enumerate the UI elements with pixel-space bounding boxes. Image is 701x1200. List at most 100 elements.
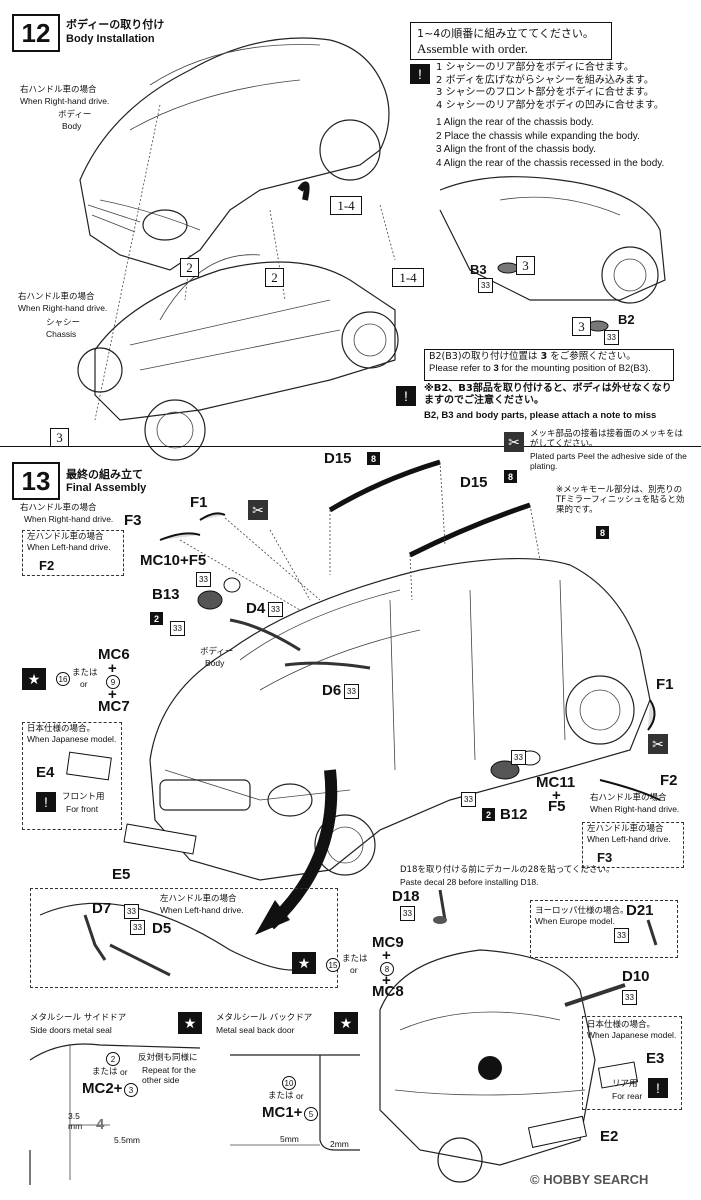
s13-rhd2-jp: 右ハンドル車の場合 xyxy=(590,793,667,803)
plus-b: + xyxy=(108,686,117,703)
decal-16: 16 xyxy=(56,672,70,686)
part-mc8: MC8 xyxy=(372,983,404,1000)
seal-4-label: 4 xyxy=(96,1116,105,1133)
decal-8: 8 xyxy=(380,962,394,976)
paint-33-mc10: 33 xyxy=(196,572,211,587)
step-jp-4: シャシーのリア部分をボディの凹みに合せます。 xyxy=(445,99,664,111)
step-en-1: Align the rear of the chassis body. xyxy=(443,117,594,128)
molding-note: ※メッキモール部分は、別売りのTFミラーフィニッシュを貼ると効果的です。 xyxy=(556,485,685,515)
step-12-number: 12 xyxy=(12,14,60,52)
or-jp-b: または xyxy=(342,954,368,964)
part-d18: D18 xyxy=(392,888,420,905)
star-icon-c: ★ xyxy=(178,1012,202,1034)
paint-2-b13: 2 xyxy=(150,612,163,625)
paint-33-d5: 33 xyxy=(130,920,145,935)
plated-icon-b: ✂ xyxy=(504,432,524,452)
s13-rhd-en: When Right-hand drive. xyxy=(24,514,114,524)
or-jp-c: または xyxy=(92,1067,118,1077)
or-en-c: or xyxy=(120,1067,128,1077)
part-e4: E4 xyxy=(36,764,55,781)
part-f1-b: F1 xyxy=(656,676,674,693)
part-d7: D7 xyxy=(92,900,112,917)
lhd-wiper-box xyxy=(30,888,338,988)
part-f5: F5 xyxy=(548,798,566,815)
side-seal-jp: メタルシール サイドドア xyxy=(30,1013,127,1023)
paint-33-d4: 33 xyxy=(268,602,283,617)
part-mc7: MC7 xyxy=(98,698,130,715)
europe-box: ヨーロッパ仕様の場合。 When Europe model. xyxy=(530,900,678,958)
lhd-en-wiper: When Left-hand drive. xyxy=(160,905,244,915)
part-f3: F3 xyxy=(124,512,142,529)
plated-icon-a: ✂ xyxy=(248,500,268,520)
callout-1-4-b: 1-4 xyxy=(392,268,424,287)
part-b12: B12 xyxy=(500,806,528,823)
step-12-title-en: Body Installation xyxy=(66,33,155,45)
or-en-b: or xyxy=(350,965,358,975)
part-mc9: MC9 xyxy=(372,934,404,951)
part-f1: F1 xyxy=(190,494,208,511)
paint-8-b: 8 xyxy=(504,470,517,483)
paint-8-a: 8 xyxy=(367,452,380,465)
part-f2-lhd: F2 xyxy=(39,558,55,573)
seal-2: 2 xyxy=(106,1052,120,1066)
lhd-jp-wiper: 左ハンドル車の場合 xyxy=(160,894,237,904)
paint-33-d7: 33 xyxy=(124,904,139,919)
callout-3: 3 xyxy=(50,428,69,447)
caution-icon: ! xyxy=(396,386,416,406)
dim-5: 5mm xyxy=(280,1134,299,1144)
paint-33-b2: 33 xyxy=(604,330,619,345)
plated-icon-c: ✂ xyxy=(648,734,668,754)
decal-note-jp: D18を取り付ける前にデカールの28を貼ってください。 xyxy=(400,865,615,875)
part-e5: E5 xyxy=(112,866,131,883)
glue-icon-e3: ! xyxy=(648,1078,668,1098)
callout-2-b: 2 xyxy=(265,268,284,287)
front-en: For front xyxy=(66,804,99,814)
decal-note-en: Paste decal 28 before installing D18. xyxy=(400,877,539,887)
s13-rhd-jp: 右ハンドル車の場合 xyxy=(20,503,97,513)
part-f2-b: F2 xyxy=(660,772,678,789)
callout-3-b: 3 xyxy=(516,256,535,275)
order-box: 1~4の順番に組み立ててください。 Assemble with order. xyxy=(410,22,612,60)
part-mc10-f5: MC10+F5 xyxy=(140,552,207,569)
part-b3: B3 xyxy=(470,262,487,277)
part-d10: D10 xyxy=(622,968,650,985)
plus-d: + xyxy=(382,947,391,964)
japan-rear-box: 日本仕様の場合。 When Japanese model. xyxy=(582,1016,682,1110)
paint-33-b3: 33 xyxy=(478,278,493,293)
star-icon-a: ★ xyxy=(22,668,46,690)
rhd2-label-jp: 右ハンドル車の場合 xyxy=(18,292,95,302)
dim-3-5: 3.5 mm xyxy=(68,1111,83,1131)
glue-icon-e4: ! xyxy=(36,792,56,812)
side-seal-en: Side doors metal seal xyxy=(30,1025,112,1035)
or-jp-a: または xyxy=(72,668,98,678)
paint-33-d18: 33 xyxy=(400,906,415,921)
japan-front-box: 日本仕様の場合。 When Japanese model. xyxy=(22,722,122,830)
rhd-label-jp: 右ハンドル車の場合 xyxy=(20,85,97,95)
body-label-jp: ボディー xyxy=(58,110,92,120)
paint-33-b13: 33 xyxy=(170,621,185,636)
back-seal-jp: メタルシール バックドア xyxy=(216,1013,313,1023)
part-d6: D6 xyxy=(322,682,342,699)
step-13-title-en: Final Assembly xyxy=(66,482,147,494)
plus-a: + xyxy=(108,660,117,677)
step-jp-2: ボディを広げながらシャシーを組み込みます。 xyxy=(445,74,654,86)
or-jp-d: または xyxy=(268,1091,294,1101)
part-d5: D5 xyxy=(152,920,172,937)
rear-en: For rear xyxy=(612,1091,643,1101)
rhd-label-en: When Right-hand drive. xyxy=(20,96,110,106)
part-e3: E3 xyxy=(646,1050,665,1067)
repeat-en: Repeat for the other side xyxy=(142,1065,196,1085)
rhd2-label-en: When Right-hand drive. xyxy=(18,303,108,313)
paint-8-c: 8 xyxy=(596,526,609,539)
paint-33-b12: 33 xyxy=(461,792,476,807)
star-icon-b: ★ xyxy=(292,952,316,974)
seal-10: 10 xyxy=(282,1076,296,1090)
seal-5: 5 xyxy=(304,1107,318,1121)
plated-note-jp: メッキ部品の接着は接着面のメッキをはがしてください。 xyxy=(530,429,684,449)
part-d21: D21 xyxy=(626,902,654,919)
front-jp: フロント用 xyxy=(62,792,105,802)
step-en-2: Place the chassis while expanding the bo… xyxy=(444,130,640,142)
plated-note-en: Plated parts Peel the adhesive side of t… xyxy=(530,451,687,471)
b2b3-note-en: B2, B3 and body parts, please attach a n… xyxy=(424,410,657,421)
